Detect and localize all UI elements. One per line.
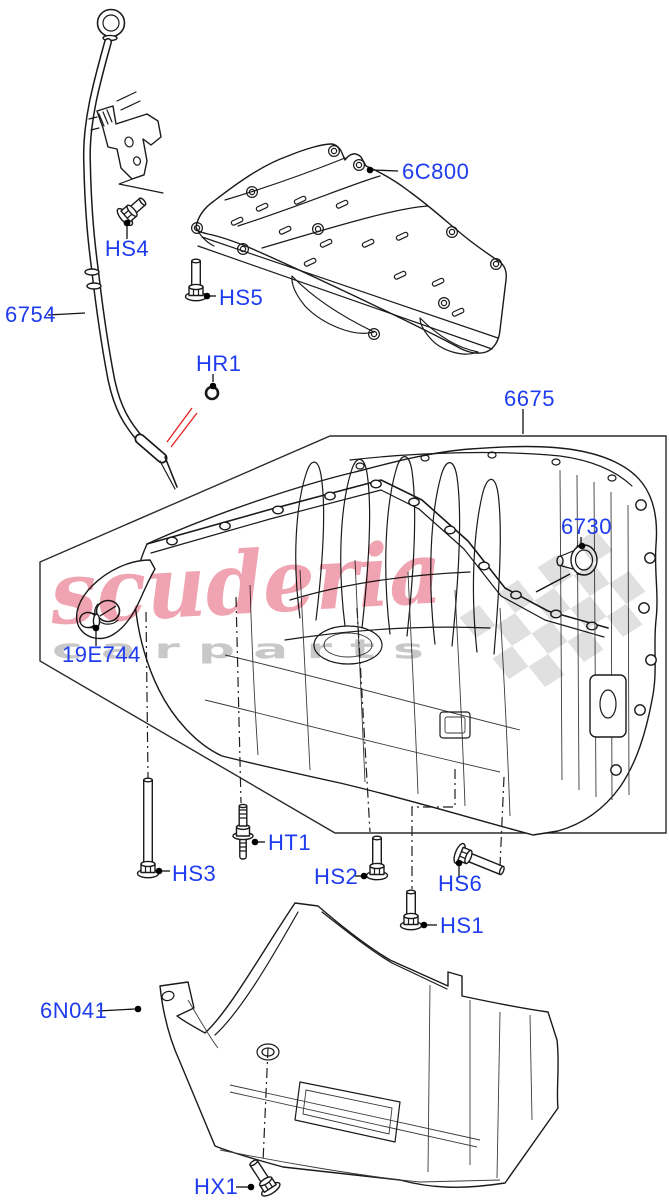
callout-dot	[203, 292, 211, 300]
callout-hx1: HX1	[194, 1174, 255, 1199]
callout-hs6: HS6	[438, 859, 482, 896]
part-baffle-plate-drawing	[191, 143, 507, 355]
leader-plug-to-boss	[99, 605, 117, 617]
watermark-brand-text: scuderia	[47, 522, 445, 645]
callout-leader	[372, 169, 399, 172]
baffle-bolt-holes	[191, 145, 503, 341]
fastener-ht1-drawing	[232, 803, 254, 860]
callout-ht1: HT1	[251, 830, 311, 855]
fastener-hs2-drawing	[365, 835, 389, 881]
watermark: scuderia c a r p a r t s	[47, 522, 646, 687]
assembly-frame-box	[39, 435, 667, 834]
callout-leader	[97, 1008, 136, 1012]
callout-label-19e744[interactable]: 19E744	[62, 642, 141, 667]
callout-label-hr1[interactable]: HR1	[196, 351, 242, 376]
fastener-19e744-drawing	[79, 611, 101, 629]
callout-hr1: HR1	[196, 351, 242, 390]
callout-label-6730[interactable]: 6730	[561, 514, 612, 539]
red-pointer-2	[170, 412, 198, 448]
callout-hs1: HS1	[420, 913, 484, 938]
callout-label-ht1[interactable]: HT1	[268, 830, 311, 855]
callout-label-6n041[interactable]: 6N041	[40, 998, 107, 1023]
callout-label-hs4[interactable]: HS4	[105, 236, 149, 261]
break-marks	[116, 91, 141, 111]
callout-leader	[47, 312, 86, 316]
dash-hs1-axis	[411, 769, 456, 889]
callout-6754: 6754	[5, 302, 86, 327]
pan-front-ribs	[204, 559, 521, 817]
part-dipstick-tube-drawing	[82, 8, 178, 490]
callout-6n041: 6N041	[40, 998, 142, 1023]
callout-dot	[366, 166, 374, 174]
callout-dot	[92, 624, 100, 632]
pan-interior-ribs	[284, 456, 501, 655]
dipstick-bracket	[96, 105, 162, 180]
callout-label-6c800[interactable]: 6C800	[402, 159, 469, 184]
callout-label-hs1[interactable]: HS1	[440, 913, 484, 938]
callout-dot	[360, 872, 368, 880]
callout-label-hs5[interactable]: HS5	[219, 285, 263, 310]
checker-flag-pattern	[459, 530, 646, 687]
fastener-hx1-drawing	[249, 1159, 281, 1197]
fastener-hs6-drawing	[453, 842, 505, 876]
dash-ht1-axis	[235, 596, 242, 804]
callout-dot	[123, 219, 131, 227]
callout-dot	[420, 921, 428, 929]
callout-label-hs6[interactable]: HS6	[438, 871, 482, 896]
dash-hs3-axis	[145, 611, 149, 779]
callout-hs3: HS3	[155, 861, 216, 886]
callout-label-6754[interactable]: 6754	[5, 302, 56, 327]
pan-top-holes	[355, 451, 617, 482]
callout-6c800: 6C800	[366, 159, 469, 184]
callout-hs5: HS5	[203, 285, 263, 310]
callout-dot	[155, 867, 163, 875]
callout-19e744: 19E744	[62, 624, 141, 667]
callout-dot	[251, 838, 259, 846]
callout-dot	[134, 1005, 142, 1013]
fastener-hs4-drawing	[116, 197, 147, 227]
fastener-hs5-drawing	[184, 258, 208, 302]
pan-bell-flange-holes	[610, 499, 657, 776]
callout-dot	[578, 542, 586, 550]
callout-dot	[455, 859, 463, 867]
callout-dot	[209, 382, 217, 390]
part-lower-oil-pan-drawing	[159, 902, 559, 1188]
fastener-hs3-drawing	[136, 777, 160, 879]
dash-hs2-axis	[356, 607, 371, 833]
callout-6730: 6730	[561, 514, 612, 550]
callout-label-hx1[interactable]: HX1	[194, 1174, 238, 1199]
dash-hx1-axis	[262, 1047, 269, 1163]
callout-label-hs2[interactable]: HS2	[314, 864, 358, 889]
fastener-hs1-drawing	[399, 889, 423, 931]
callout-dot	[247, 1183, 255, 1191]
red-pointer-1	[166, 407, 193, 443]
callout-label-hs3[interactable]: HS3	[172, 861, 216, 886]
dash-hs6-axis	[499, 776, 505, 867]
baffle-slots	[230, 195, 465, 317]
callout-hs4: HS4	[105, 219, 149, 261]
callout-hs2: HS2	[314, 864, 368, 889]
callout-label-6675[interactable]: 6675	[504, 386, 555, 411]
callout-6675: 6675	[504, 386, 555, 434]
